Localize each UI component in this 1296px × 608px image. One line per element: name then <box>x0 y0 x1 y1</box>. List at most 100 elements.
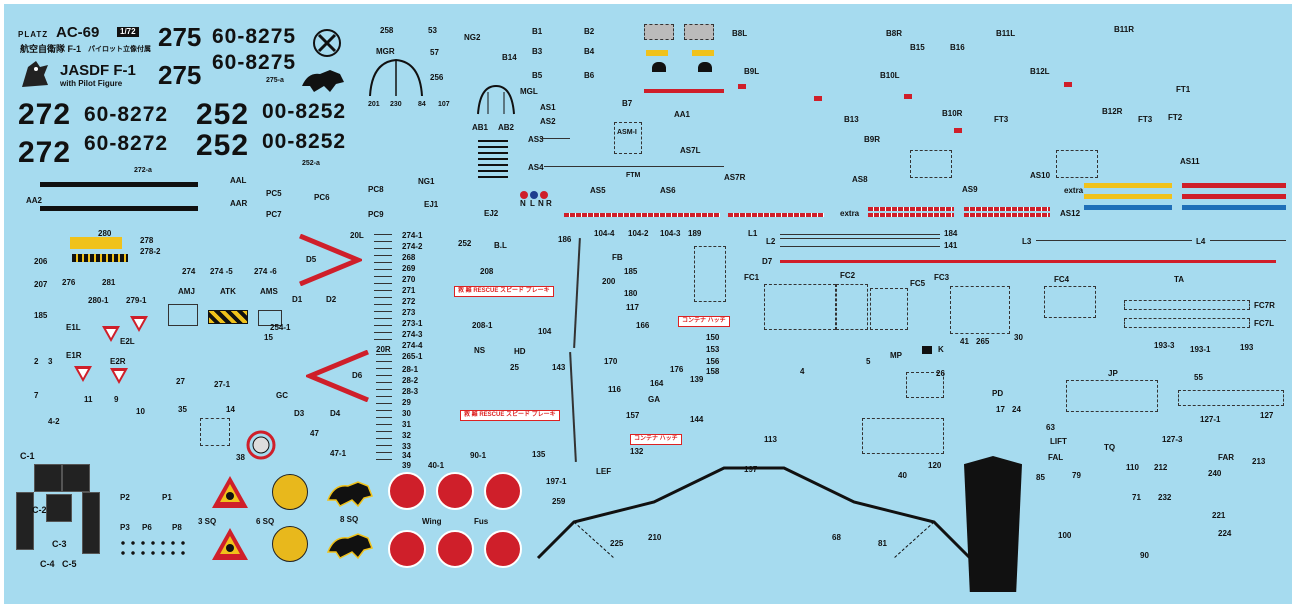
label-c274-3: 274-3 <box>402 330 423 339</box>
amj-box <box>168 304 198 326</box>
kit-scale: 1/72 <box>117 27 139 37</box>
label-208-1: 208-1 <box>472 321 493 330</box>
panel-box-2 <box>1056 150 1098 178</box>
squadron-6-insignia-2 <box>272 526 308 562</box>
label-ATK: ATK <box>220 287 236 296</box>
stencil-ladder-2 <box>376 354 392 464</box>
label-11: 11 <box>84 395 93 404</box>
label-279-1: 279-1 <box>126 296 147 305</box>
subtitle-en: with Pilot Figure <box>60 79 123 88</box>
label-N: N <box>520 199 526 208</box>
label-FAL: FAL <box>1048 453 1064 462</box>
label-132: 132 <box>630 447 644 456</box>
label-184: 184 <box>944 229 958 238</box>
label-71: 71 <box>1132 493 1141 502</box>
label-L4: L4 <box>1196 237 1206 246</box>
label-AS6: AS6 <box>660 186 676 195</box>
wing-root-outline-icon <box>534 462 974 567</box>
rescue-arrow-yellow <box>70 237 122 249</box>
label-D1: D1 <box>292 295 303 304</box>
label-107: 107 <box>438 101 450 108</box>
fc2-outline <box>836 284 868 330</box>
label-100: 100 <box>1058 531 1072 540</box>
label-7: 7 <box>34 391 39 400</box>
label-265: 265 <box>976 337 990 346</box>
label-193: 193 <box>1240 343 1254 352</box>
label-D5: D5 <box>306 255 317 264</box>
label-20R: 20R <box>376 345 391 354</box>
fc4-outline <box>1044 286 1096 318</box>
label-MGL: MGL <box>520 87 538 96</box>
caution-mark-5 <box>954 128 962 133</box>
cockpit-panel-c1b <box>62 464 90 492</box>
label-c40-1: 40-1 <box>428 461 445 470</box>
subtitle-jp: パイロット立像付属 <box>88 46 151 53</box>
label-MGR: MGR <box>376 47 395 56</box>
label-3SQ: 3 SQ <box>198 517 217 526</box>
label-280: 280 <box>98 229 112 238</box>
label-B9R: B9R <box>864 135 881 144</box>
red-dash-stripe-6 <box>964 213 1050 217</box>
label-B7: B7 <box>622 99 633 108</box>
label-116: 116 <box>608 385 621 394</box>
label-278-2: 278-2 <box>140 247 161 256</box>
label-c33: 33 <box>402 442 411 451</box>
platz-logo: PLATZ <box>18 24 48 42</box>
label-193-3: 193-3 <box>1154 341 1175 350</box>
label-17: 17 <box>996 405 1005 414</box>
label-C4: C-4 <box>40 559 55 569</box>
label-117: 117 <box>626 303 639 312</box>
gear-outline-right <box>1178 390 1284 406</box>
label-153: 153 <box>706 345 720 354</box>
label-c268: 268 <box>402 253 416 262</box>
label-AAR: AAR <box>230 199 248 208</box>
label-LIFT: LIFT <box>1050 437 1067 446</box>
label-JP: JP <box>1108 369 1118 378</box>
label-120: 120 <box>928 461 942 470</box>
label-AS8: AS8 <box>852 175 868 184</box>
serial-275b: 60-8275 <box>212 51 297 74</box>
cockpit-panel-c3a <box>46 494 72 522</box>
label-2: 2 <box>34 357 39 366</box>
label-141: 141 <box>944 241 958 250</box>
label-EJ1: EJ1 <box>424 200 439 209</box>
label-26: 26 <box>936 369 945 378</box>
label-8SQ: 8 SQ <box>340 515 359 524</box>
seat-cushion-1 <box>652 62 666 72</box>
L2-line <box>780 238 940 239</box>
label-201: 201 <box>368 101 380 108</box>
label-c270: 270 <box>402 275 416 284</box>
canopy-frame-icon-2 <box>474 82 518 123</box>
instrument-panel-outline <box>200 418 230 446</box>
label-c28-1: 28-1 <box>402 365 419 374</box>
label-274-6: 274 -6 <box>254 267 277 276</box>
label-164: 164 <box>650 379 664 388</box>
red-triangle-emblem-3 <box>74 366 92 387</box>
label-PC8: PC8 <box>368 185 384 194</box>
label-24: 24 <box>1012 405 1021 414</box>
label-C1: C-1 <box>20 451 35 461</box>
stripe-blue-1 <box>1084 205 1172 210</box>
serial-272a: 60-8272 <box>84 103 169 126</box>
label-B5: B5 <box>532 71 543 80</box>
squadron-crest-icon <box>312 28 342 63</box>
ladder-strips <box>478 140 508 180</box>
label-AS11: AS11 <box>1180 157 1200 166</box>
label-232: 232 <box>1158 493 1172 502</box>
label-D2: D2 <box>326 295 337 304</box>
red-chevron-D5 <box>296 233 365 291</box>
serial-275a: 60-8275 <box>212 25 297 48</box>
seat-panel-2 <box>684 24 714 40</box>
label-L: L <box>530 199 535 208</box>
fc7r-outline <box>1124 300 1250 310</box>
label-258: 258 <box>380 26 394 35</box>
tag-275: 275-a <box>266 77 284 84</box>
caution-mark-4 <box>1064 82 1072 87</box>
label-GA: GA <box>648 395 660 404</box>
label-AS1: AS1 <box>540 103 556 112</box>
stencil-ladder-1 <box>374 234 392 344</box>
seat-headrest-yellow-1 <box>646 50 668 56</box>
label-L3: L3 <box>1022 237 1032 246</box>
label-c265-1: 265-1 <box>402 352 423 361</box>
label-PC9: PC9 <box>368 210 384 219</box>
